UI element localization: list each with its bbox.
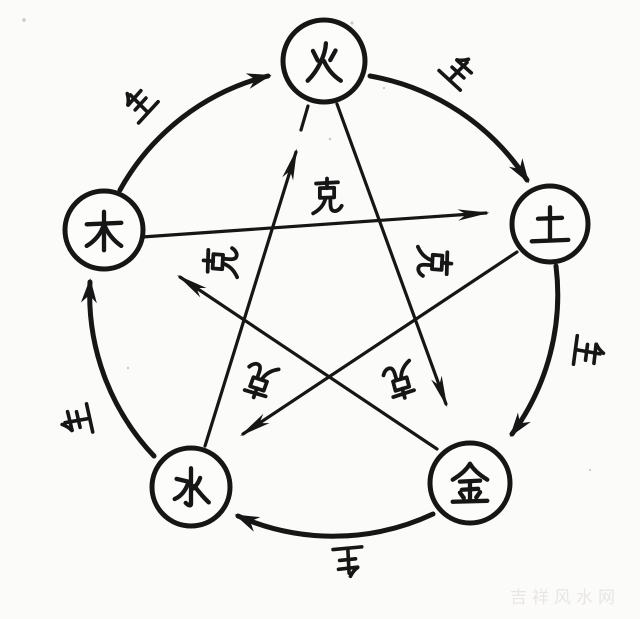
overcoming-arrow-water-to-fire <box>203 148 298 448</box>
paper-specks <box>22 18 592 472</box>
node-earth <box>509 183 591 265</box>
watermark: 吉祥风水网 <box>510 588 620 607</box>
overcoming-arrow-wood-to-earth <box>140 209 490 239</box>
generating-arrow-wood-to-fire <box>117 73 272 193</box>
generating-arrow-fire-to-earth <box>367 73 530 184</box>
nodes-layer <box>62 17 591 529</box>
node-wood <box>62 188 146 272</box>
generating-arrow-metal-to-water <box>234 511 436 539</box>
overcoming-arrow-earth-to-water <box>239 250 519 437</box>
generating-arrow-water-to-wood <box>80 278 157 459</box>
node-metal <box>427 440 513 526</box>
overcoming-arrow-stub-water-to-fire <box>299 104 310 132</box>
overcoming-arrow-metal-to-wood <box>176 274 439 451</box>
overcoming-arrow-fire-to-metal <box>335 102 448 408</box>
node-fire <box>280 17 368 105</box>
generating-arrow-earth-to-metal <box>509 263 561 438</box>
node-water <box>149 445 233 529</box>
edges-layer <box>80 73 561 539</box>
